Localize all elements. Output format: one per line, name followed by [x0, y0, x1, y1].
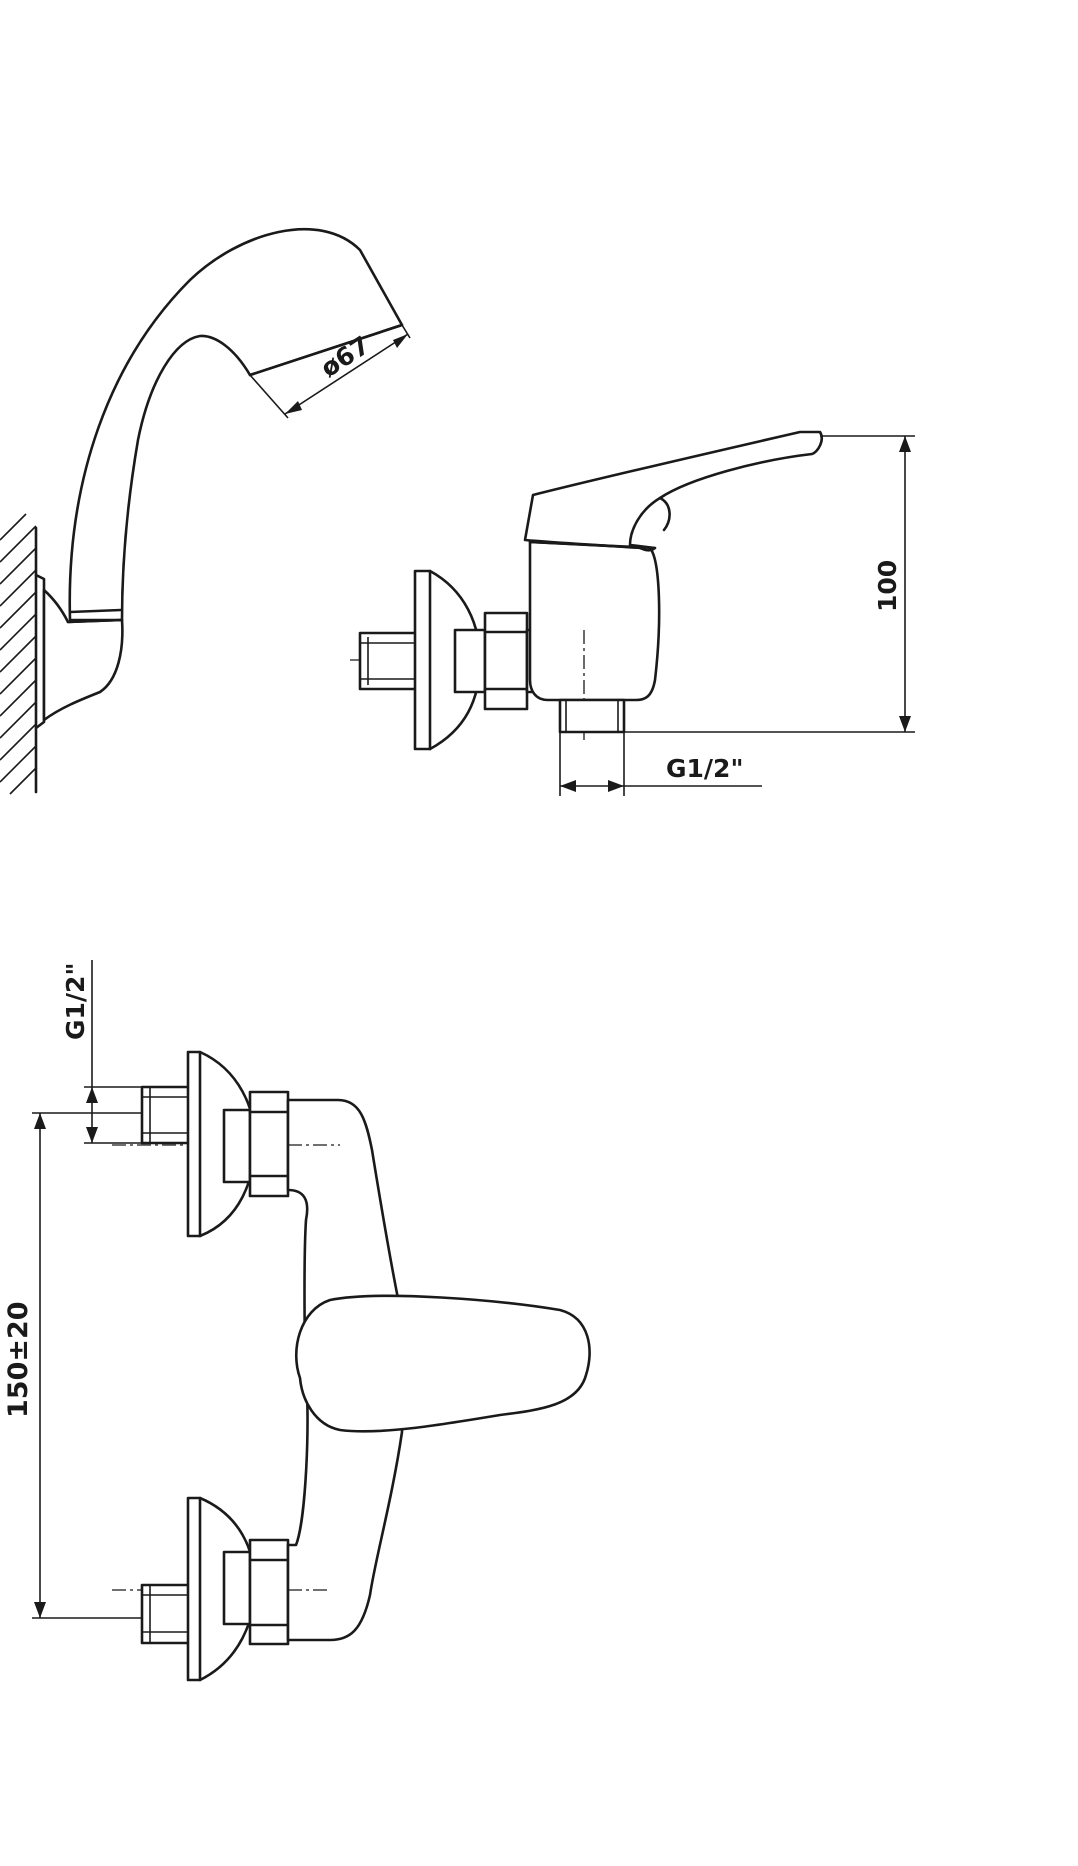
shower-head-side-view — [34, 228, 411, 730]
mixer-front-view — [32, 960, 591, 1682]
height-label: 100 — [873, 560, 902, 612]
wall-hatching — [0, 513, 38, 795]
spacing-label: 150±20 — [3, 1301, 34, 1418]
inlet-thread-label: G1/2" — [61, 963, 90, 1040]
mixer-side-view — [350, 430, 915, 796]
outlet-thread-label: G1/2" — [666, 754, 743, 783]
